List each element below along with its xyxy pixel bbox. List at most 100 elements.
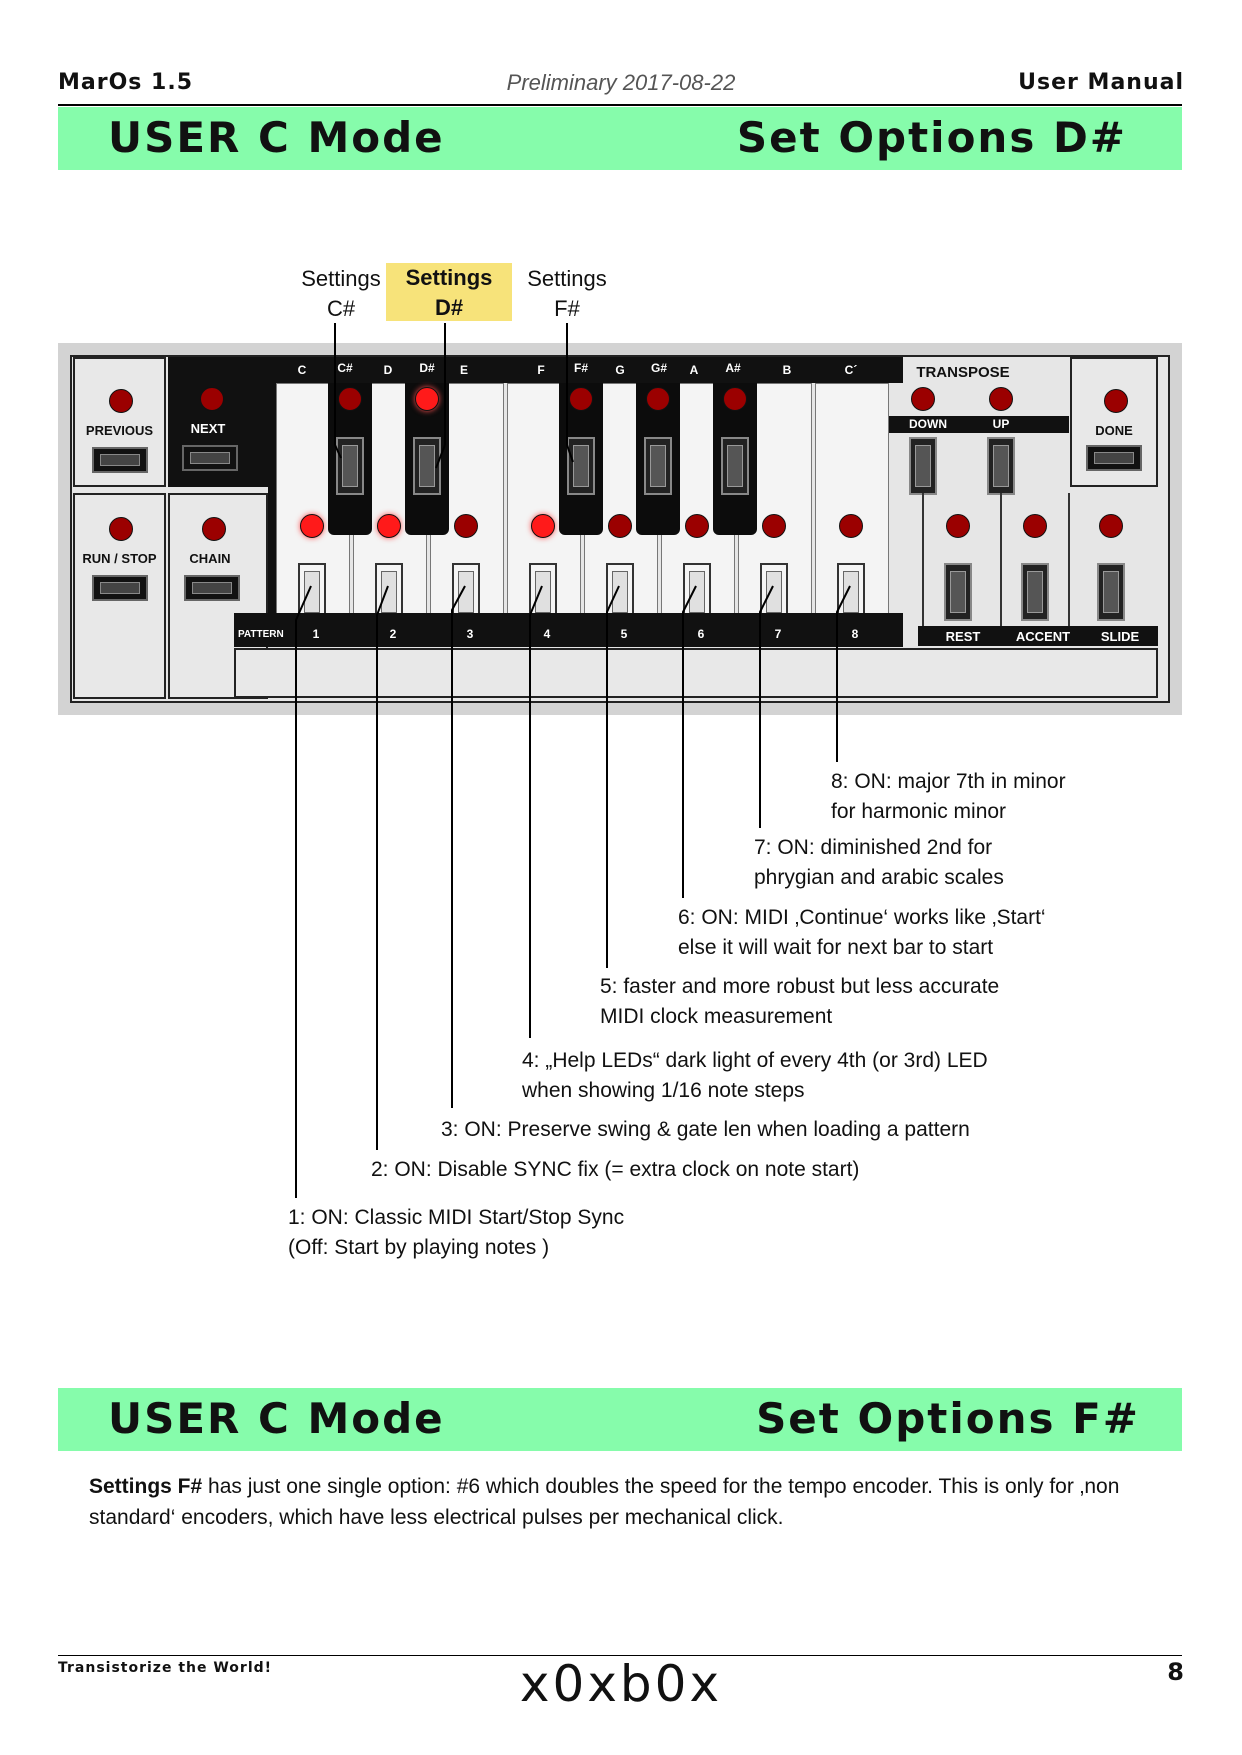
option-2: 2: ON: Disable SYNC fix (= extra clock o… — [371, 1155, 859, 1185]
step-2-button[interactable] — [375, 563, 403, 621]
pattern-label: PATTERN — [238, 629, 284, 640]
option-text: (Off: Start by playing notes ) — [288, 1236, 550, 1259]
note-label: G# — [650, 361, 667, 375]
note-label: B — [782, 363, 792, 377]
settings-c-sharp-label: Settings C# — [296, 264, 386, 324]
option-text: 8: ON: major 7th in minor — [831, 770, 1066, 793]
keyboard-left-edge — [268, 383, 276, 613]
pattern-labels: PATTERN 1 2 3 4 5 6 7 8 — [234, 613, 903, 647]
run-stop-box: RUN / STOP — [73, 493, 166, 699]
note-label: D — [383, 363, 393, 377]
c-sharp-button[interactable] — [336, 437, 364, 495]
run-stop-led — [109, 517, 133, 541]
step-number: 2 — [389, 627, 397, 641]
a-sharp-led — [723, 387, 747, 411]
callout-line-option-2 — [376, 585, 389, 1150]
transpose-down-button[interactable] — [909, 437, 937, 495]
run-stop-label: RUN / STOP — [82, 551, 157, 566]
settings-d-sharp-label: Settings D# — [386, 263, 512, 321]
header-rule — [58, 104, 1182, 106]
transpose-label: TRANSPOSE — [916, 364, 1010, 381]
step-number: 6 — [697, 627, 705, 641]
settings-label-note: F# — [554, 296, 580, 321]
footer-slogan: Transistorize the World! — [58, 1660, 273, 1676]
step-7-button[interactable] — [760, 563, 788, 621]
f-sharp-button[interactable] — [567, 437, 595, 495]
transpose-down-led — [911, 387, 935, 411]
step-7-led — [762, 514, 786, 538]
section-options-title: Set Options F# — [756, 1394, 1140, 1443]
chain-button[interactable] — [184, 575, 240, 601]
callout-line-option-3 — [451, 585, 466, 1108]
note-labels: C C# D D# E F F# G G# A A# B C´ — [268, 357, 903, 383]
step-4-led — [531, 514, 555, 538]
d-sharp-button[interactable] — [413, 437, 441, 495]
callout-line-option-8 — [836, 585, 851, 762]
settings-label-note: D# — [434, 295, 464, 320]
option-7: 7: ON: diminished 2nd for phrygian and a… — [754, 833, 1004, 893]
note-label: A# — [725, 361, 741, 375]
callout-line-f-sharp — [566, 444, 574, 463]
step-4-button[interactable] — [529, 563, 557, 621]
step-3-button[interactable] — [452, 563, 480, 621]
option-text: 2: ON: Disable SYNC fix (= extra clock o… — [371, 1158, 860, 1181]
done-label: DONE — [1095, 423, 1133, 438]
section-band-d: USER C Mode Set Options D# — [58, 107, 1182, 170]
step-number: 5 — [620, 627, 628, 641]
step-1-led — [300, 514, 324, 538]
slide-label: SLIDE — [1100, 629, 1140, 644]
option-1: 1: ON: Classic MIDI Start/Stop Sync (Off… — [288, 1203, 624, 1263]
step-number: 7 — [774, 627, 782, 641]
callout-lines — [295, 323, 851, 1198]
next-button[interactable] — [182, 445, 238, 471]
option-text: when showing 1/16 note steps — [522, 1079, 805, 1102]
divider — [922, 493, 924, 633]
rest-button[interactable] — [944, 563, 972, 621]
chain-label: CHAIN — [189, 551, 231, 566]
settings-label-word: Settings — [301, 266, 381, 291]
callout-line-option-7 — [759, 585, 774, 828]
option-text: 3: ON: Preserve swing & gate len when lo… — [441, 1118, 970, 1141]
next-label: NEXT — [190, 421, 226, 436]
run-stop-button[interactable] — [92, 575, 148, 601]
accent-button[interactable] — [1021, 563, 1049, 621]
note-label: F# — [573, 361, 588, 375]
note-label: G — [615, 363, 625, 377]
step-number: 1 — [312, 627, 320, 641]
next-box: NEXT — [168, 357, 268, 487]
down-label: DOWN — [909, 417, 947, 431]
divider — [1000, 493, 1002, 633]
header-doc-type: User Manual — [1018, 70, 1184, 95]
footer-logo: x0xb0x — [519, 1655, 723, 1713]
f-sharp-led — [569, 387, 593, 411]
previous-button[interactable] — [92, 447, 148, 473]
done-button[interactable] — [1086, 445, 1142, 471]
paragraph-bold-lead: Settings F# — [89, 1475, 203, 1498]
settings-label-note: C# — [326, 296, 356, 321]
slide-button[interactable] — [1097, 563, 1125, 621]
step-6-button[interactable] — [683, 563, 711, 621]
g-sharp-button[interactable] — [644, 437, 672, 495]
option-6: 6: ON: MIDI ‚Continue‘ works like ‚Start… — [678, 903, 1046, 963]
a-sharp-button[interactable] — [721, 437, 749, 495]
section-mode-title: USER C Mode — [108, 1394, 445, 1443]
d-sharp-led — [415, 387, 439, 411]
option-4: 4: „Help LEDs“ dark light of every 4th (… — [522, 1046, 988, 1106]
option-text: 6: ON: MIDI ‚Continue‘ works like ‚Start… — [678, 906, 1046, 929]
step-5-led — [608, 514, 632, 538]
option-text: phrygian and arabic scales — [754, 866, 1004, 889]
pattern-strip — [234, 613, 903, 647]
note-label: C — [297, 363, 307, 377]
settings-label-word: Settings — [527, 266, 607, 291]
settings-f-sharp-paragraph: Settings F# has just one single option: … — [89, 1471, 1149, 1533]
callout-line-d-sharp — [435, 444, 446, 469]
c-sharp-led — [338, 387, 362, 411]
next-led — [200, 387, 224, 411]
accent-label: ACCENT — [1015, 629, 1071, 644]
step-8-led — [839, 514, 863, 538]
step-number: 8 — [851, 627, 859, 641]
section-band-f: USER C Mode Set Options F# — [58, 1388, 1182, 1451]
up-label: UP — [992, 417, 1010, 431]
section-options-title: Set Options D# — [736, 113, 1127, 162]
done-led — [1104, 389, 1128, 413]
